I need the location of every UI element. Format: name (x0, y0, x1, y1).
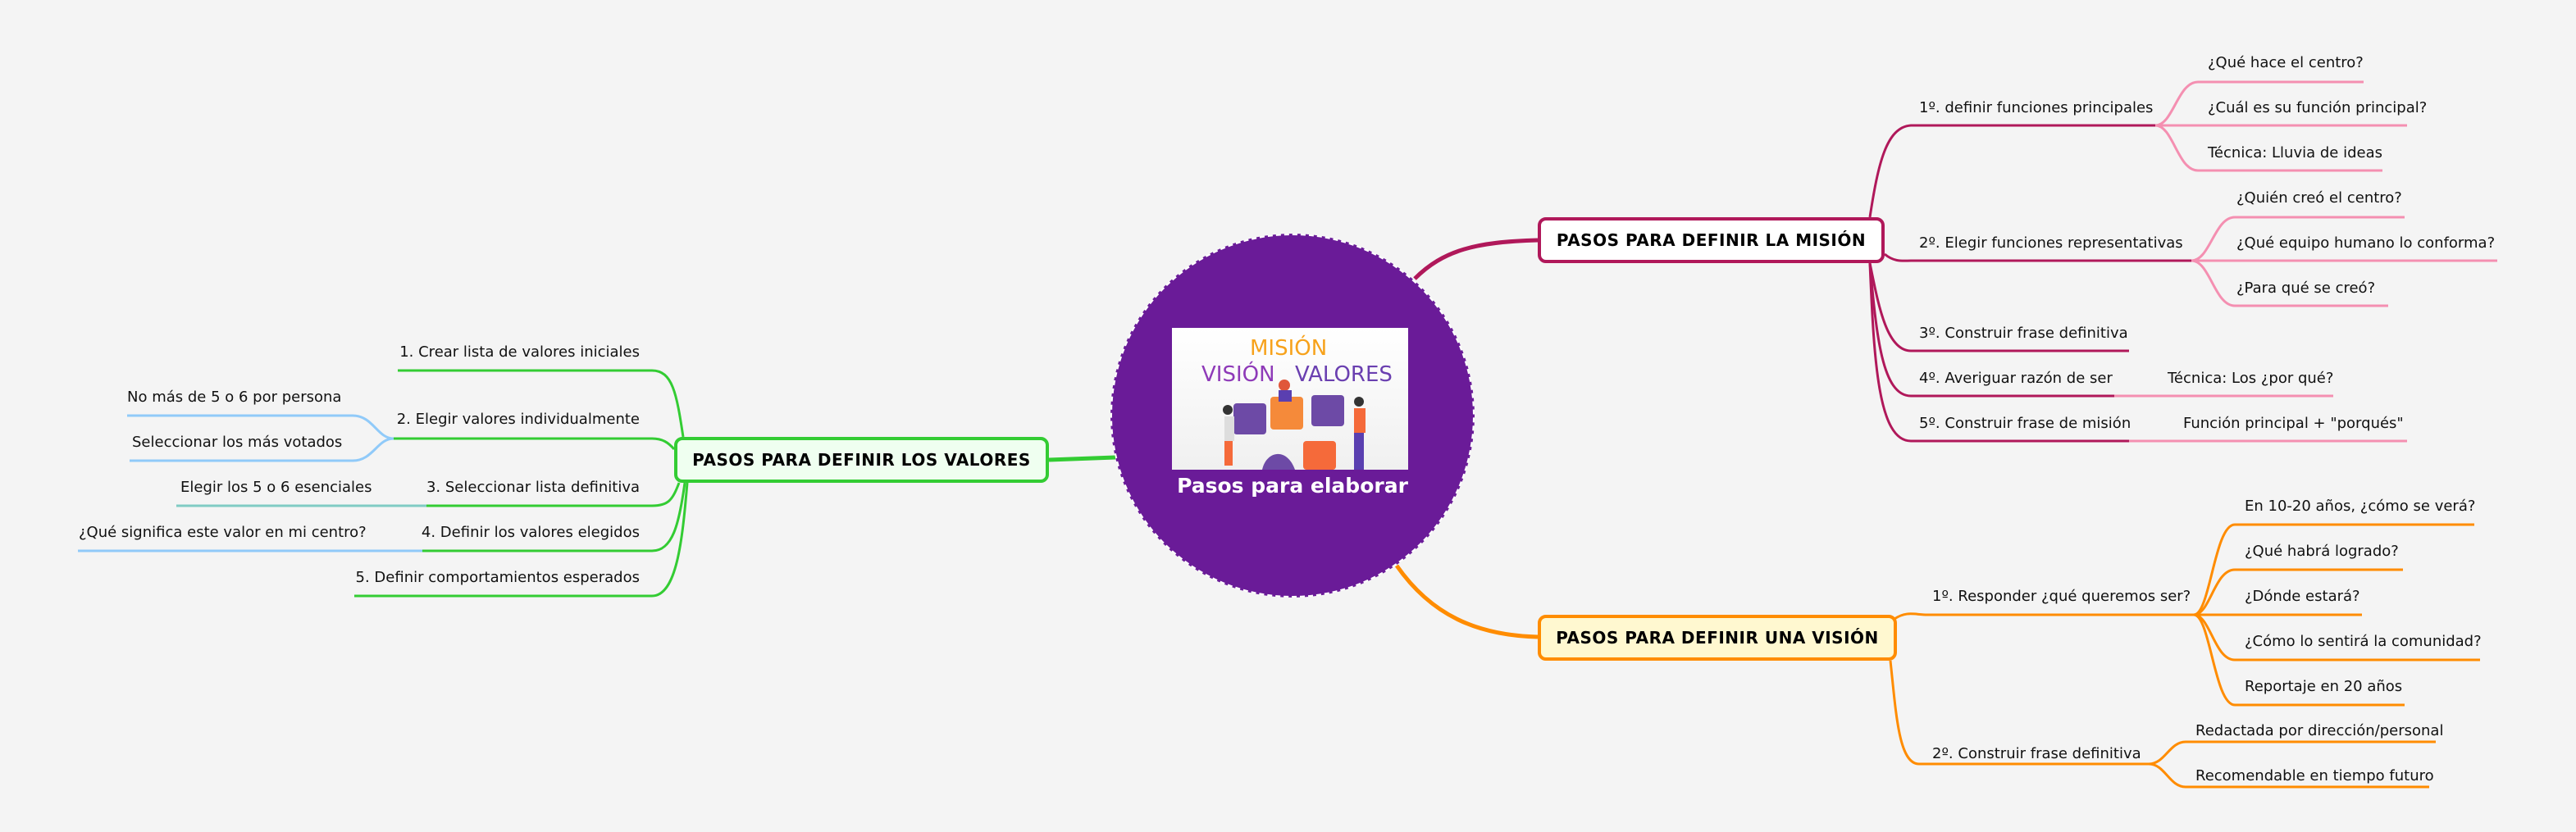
vision-step-1[interactable]: 1º. Responder ¿qué queremos ser? (1932, 588, 2191, 605)
vision-step-1-sub-4[interactable]: ¿Cómo lo sentirá la comunidad? (2245, 633, 2482, 650)
image-word-valores: VALORES (1295, 362, 1393, 387)
mision-step-2-sub-1[interactable]: ¿Quién creó el centro? (2236, 189, 2402, 207)
mision-step-3[interactable]: 3º. Construir frase definitiva (1919, 325, 2128, 342)
valores-step-4[interactable]: 4. Definir los valores elegidos (421, 524, 640, 541)
puzzle-illustration-icon (1223, 380, 1366, 470)
vision-step-1-sub-5[interactable]: Reportaje en 20 años (2245, 678, 2403, 695)
mision-step-1[interactable]: 1º. definir funciones principales (1919, 99, 2154, 116)
valores-step-5[interactable]: 5. Definir comportamientos esperados (355, 569, 640, 586)
topic-valores-title: PASOS PARA DEFINIR LOS VALORES (692, 450, 1031, 470)
vision-step-2[interactable]: 2º. Construir frase definitiva (1932, 745, 2141, 762)
vision-step-2-sub-2[interactable]: Recomendable en tiempo futuro (2195, 767, 2434, 784)
vision-step-1-sub-1[interactable]: En 10-20 años, ¿cómo se verá? (2245, 498, 2476, 515)
mision-step-2-sub-2[interactable]: ¿Qué equipo humano lo conforma? (2236, 234, 2496, 252)
valores-step-2[interactable]: 2. Elegir valores individualmente (396, 411, 640, 428)
mision-step-5-sub-1[interactable]: Función principal + "porqués" (2183, 415, 2404, 432)
central-topic-image: MISIÓN VISIÓN VALORES (1172, 328, 1408, 470)
topic-vision[interactable]: PASOS PARA DEFINIR UNA VISIÓN (1538, 615, 1897, 661)
valores-step-1[interactable]: 1. Crear lista de valores iniciales (399, 343, 640, 361)
valores-step-2-sub-2[interactable]: Seleccionar los más votados (132, 434, 343, 451)
image-word-vision: VISIÓN (1201, 362, 1275, 387)
vision-step-2-sub-1[interactable]: Redactada por dirección/personal (2195, 722, 2444, 739)
mision-step-1-sub-1[interactable]: ¿Qué hace el centro? (2208, 54, 2364, 71)
mision-step-5[interactable]: 5º. Construir frase de misión (1919, 415, 2131, 432)
valores-step-2-sub-1[interactable]: No más de 5 o 6 por persona (127, 389, 342, 406)
valores-step-4-sub-1[interactable]: ¿Qué significa este valor en mi centro? (79, 524, 367, 541)
mision-step-2-sub-3[interactable]: ¿Para qué se creó? (2236, 280, 2376, 297)
vision-step-1-sub-3[interactable]: ¿Dónde estará? (2245, 588, 2360, 605)
vision-step-1-sub-2[interactable]: ¿Qué habrá logrado? (2245, 543, 2399, 560)
central-topic-title: Pasos para elaborar (1177, 474, 1408, 498)
mision-step-1-sub-2[interactable]: ¿Cuál es su función principal? (2208, 99, 2428, 116)
topic-mision-title: PASOS PARA DEFINIR LA MISIÓN (1556, 230, 1867, 250)
topic-mision[interactable]: PASOS PARA DEFINIR LA MISIÓN (1538, 217, 1885, 263)
valores-step-3[interactable]: 3. Seleccionar lista definitiva (426, 479, 640, 496)
mision-step-4[interactable]: 4º. Averiguar razón de ser (1919, 370, 2113, 387)
mision-step-1-sub-3[interactable]: Técnica: Lluvia de ideas (2208, 144, 2383, 161)
topic-valores[interactable]: PASOS PARA DEFINIR LOS VALORES (674, 437, 1049, 483)
mision-step-2[interactable]: 2º. Elegir funciones representativas (1919, 234, 2183, 252)
image-word-mision: MISIÓN (1250, 336, 1328, 361)
valores-step-3-sub-1[interactable]: Elegir los 5 o 6 esenciales (180, 479, 372, 496)
mision-step-4-sub-1[interactable]: Técnica: Los ¿por qué? (2168, 370, 2334, 387)
topic-vision-title: PASOS PARA DEFINIR UNA VISIÓN (1556, 628, 1879, 648)
